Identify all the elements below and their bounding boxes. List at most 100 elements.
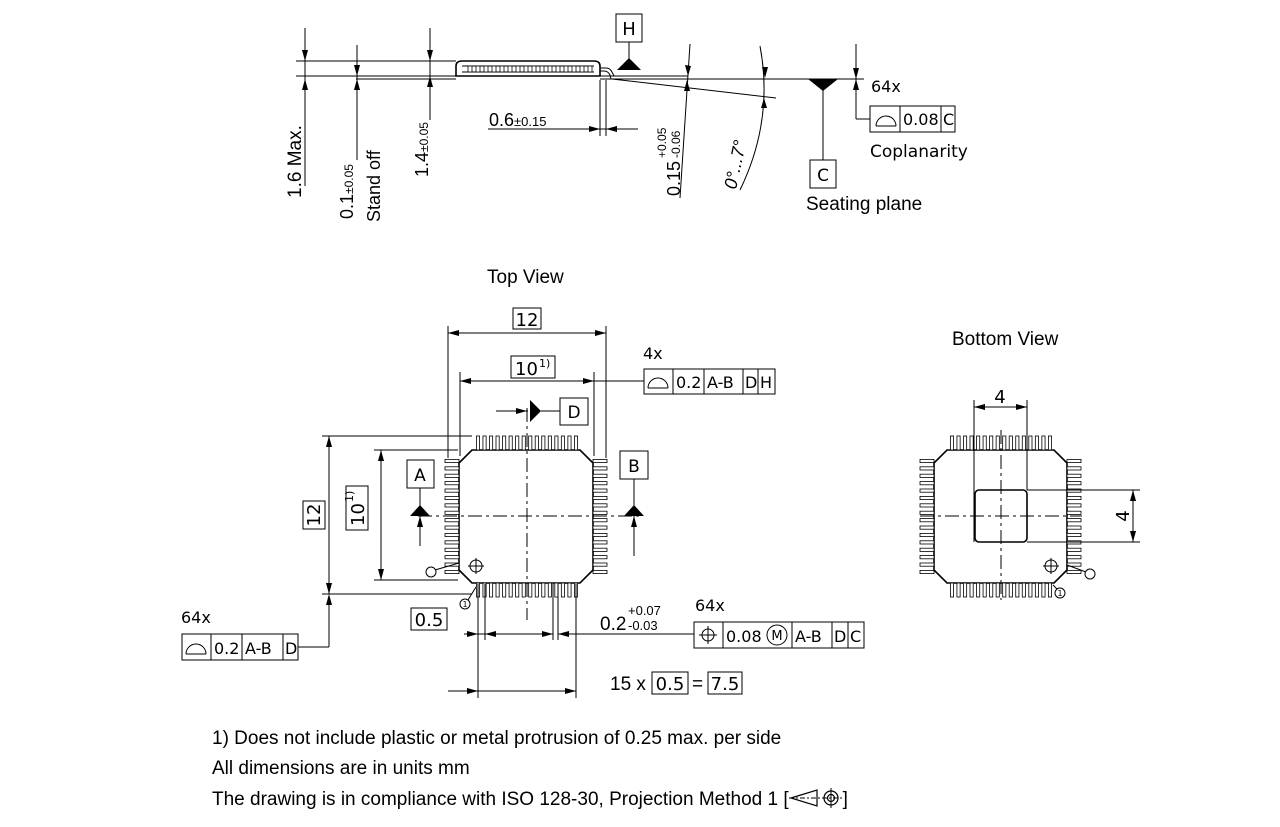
- profile-datum-ab: A-B: [707, 373, 734, 392]
- profile2-value: 0.2: [214, 639, 239, 658]
- lead: [592, 540, 608, 545]
- top-view: 1 12 10 1) 4x 0.2 A-B D H: [181, 307, 865, 698]
- lead: [592, 488, 608, 493]
- dim-lead-width-tol-plus: +0.07: [628, 603, 661, 618]
- lead: [956, 582, 961, 598]
- lead: [444, 540, 460, 545]
- lead: [567, 435, 572, 451]
- svg-text:0.6±0.15: 0.6±0.15: [489, 110, 546, 130]
- lead: [1048, 582, 1053, 598]
- datum-d-triangle: [530, 400, 541, 422]
- lead: [592, 533, 608, 538]
- side-lead: [499, 65, 505, 73]
- lead: [919, 555, 935, 560]
- lead: [541, 582, 546, 598]
- lead: [444, 555, 460, 560]
- side-lead: [555, 65, 561, 73]
- lead: [989, 435, 994, 451]
- lead: [1066, 555, 1082, 560]
- lead: [475, 435, 480, 451]
- lead: [560, 582, 565, 598]
- side-lead: [483, 65, 489, 73]
- footnote-ref-height: 1): [343, 491, 356, 502]
- pitch-value: 0.5: [656, 674, 685, 695]
- lead: [989, 582, 994, 598]
- lead: [534, 582, 539, 598]
- lead: [444, 547, 460, 552]
- lead: [1041, 582, 1046, 598]
- lead: [592, 495, 608, 500]
- lead: [592, 570, 608, 575]
- lead: [521, 435, 526, 451]
- pin1-marker: [1054, 587, 1066, 599]
- lead: [1028, 435, 1033, 451]
- lead: [982, 582, 987, 598]
- lead: [1066, 473, 1082, 478]
- lead: [592, 518, 608, 523]
- lead: [1021, 435, 1026, 451]
- pin1-index-dot: [1084, 568, 1096, 580]
- side-lead: [491, 65, 497, 73]
- lead: [919, 510, 935, 515]
- lead: [919, 473, 935, 478]
- lead: [919, 533, 935, 538]
- lead: [444, 503, 460, 508]
- dim-body-width: 12: [516, 310, 539, 331]
- lead: [919, 466, 935, 471]
- datum-h-triangle: [617, 58, 641, 70]
- lead: [1002, 435, 1007, 451]
- lead: [592, 466, 608, 471]
- dim-lead-thickness: 0.15: [664, 161, 684, 196]
- dim-lead-length: 0.6: [489, 110, 514, 130]
- svg-text:0.2: 0.2: [600, 614, 626, 635]
- pitch-total: 7.5: [711, 674, 740, 695]
- pitch-equals: =: [692, 674, 703, 695]
- datum-b-triangle: [624, 505, 644, 516]
- lead: [1066, 525, 1082, 530]
- lead: [950, 582, 955, 598]
- lead: [592, 503, 608, 508]
- svg-text:M: M: [771, 629, 782, 644]
- lead: [444, 510, 460, 515]
- lead: [495, 582, 500, 598]
- coplanarity-value: 0.08: [903, 110, 939, 129]
- side-lead: [563, 65, 569, 73]
- dim-standoff-tol: ±0.05: [342, 164, 356, 194]
- top-view-title: Top View: [487, 267, 564, 288]
- lead: [534, 435, 539, 451]
- exposed-pad: [974, 489, 1028, 543]
- lead: [444, 481, 460, 486]
- dim-angle: 0°...7°: [720, 138, 750, 191]
- dim-lead-thickness-tol-plus: +0.05: [655, 127, 669, 158]
- lead: [444, 458, 460, 463]
- svg-text:1: 1: [462, 600, 467, 609]
- side-lead: [467, 65, 473, 73]
- lead: [1066, 533, 1082, 538]
- lead: [976, 435, 981, 451]
- svg-text:1: 1: [1057, 589, 1062, 598]
- first-angle-projection-icon: [788, 788, 843, 808]
- profile-surface-icon: [647, 377, 669, 389]
- lead: [528, 582, 533, 598]
- lead: [567, 582, 572, 598]
- lead: [919, 503, 935, 508]
- lead: [1066, 495, 1082, 500]
- profile-count: 4x: [643, 344, 663, 363]
- lead: [495, 435, 500, 451]
- lead: [489, 582, 494, 598]
- svg-text:0.1±0.05: 0.1±0.05: [337, 164, 357, 219]
- lead: [592, 473, 608, 478]
- side-view-leads: [467, 65, 593, 73]
- lead: [515, 582, 520, 598]
- lead: [995, 435, 1000, 451]
- profile2-count: 64x: [181, 608, 211, 627]
- lead: [560, 435, 565, 451]
- note-units: All dimensions are in units mm: [212, 758, 470, 779]
- lead: [963, 582, 968, 598]
- lead: [592, 525, 608, 530]
- lead: [592, 481, 608, 486]
- side-lead: [587, 65, 593, 73]
- datum-c-triangle: [808, 79, 838, 91]
- lead: [919, 525, 935, 530]
